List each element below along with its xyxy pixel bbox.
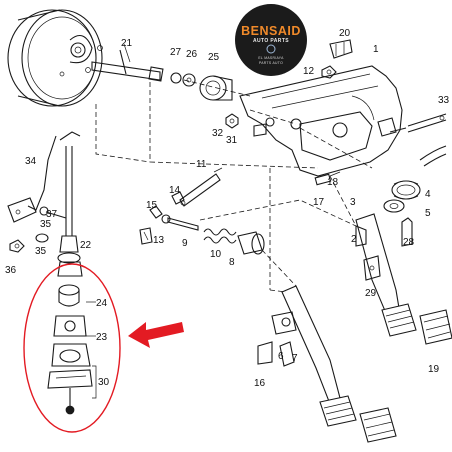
part-36-nut — [9, 239, 25, 253]
logo-line2-text: PARTS AUTO — [259, 61, 283, 65]
label-17: 17 — [313, 197, 325, 208]
part-15-clip — [149, 205, 163, 219]
label-37: 37 — [46, 209, 58, 220]
label-12: 12 — [303, 66, 315, 77]
highlight-ellipse — [23, 263, 121, 433]
label-3: 3 — [350, 197, 356, 208]
logo-line1-text: EL MASRIAYA — [258, 56, 284, 60]
label-8: 8 — [229, 257, 235, 268]
label-15: 15 — [146, 200, 158, 211]
label-34: 34 — [25, 156, 37, 167]
label-5: 5 — [425, 208, 431, 219]
part-labels: 21 27 26 25 20 1 12 33 32 31 34 11 18 14… — [5, 28, 450, 389]
label-28: 28 — [403, 237, 415, 248]
label-35b: 35 — [35, 246, 47, 257]
logo-brand-text: BENSAID — [241, 24, 301, 38]
label-33: 33 — [438, 95, 450, 106]
part-14-pin — [171, 191, 185, 205]
brake-booster — [7, 9, 103, 107]
label-26: 26 — [186, 49, 198, 60]
label-36: 36 — [5, 265, 17, 276]
label-9: 9 — [182, 238, 188, 249]
label-27: 27 — [170, 47, 182, 58]
part-10-spring — [203, 228, 237, 244]
leader-lines — [86, 301, 97, 399]
part-25-boot — [199, 75, 233, 101]
part-20-bracket — [329, 39, 353, 59]
label-2: 2 — [351, 234, 357, 245]
label-31: 31 — [226, 135, 238, 146]
push-rod-assembly — [91, 43, 196, 87]
part-1-pedal-bracket — [239, 65, 407, 177]
part-19-pedal — [419, 309, 452, 345]
label-21: 21 — [121, 38, 133, 49]
part-33-cable — [407, 113, 447, 167]
part-9-pin — [161, 214, 199, 231]
label-4: 4 — [425, 189, 431, 200]
arrow-left-icon — [128, 322, 184, 348]
label-32: 32 — [212, 128, 224, 139]
brake-pedal — [355, 213, 417, 337]
bottom-pedal-pads — [359, 407, 397, 443]
label-24: 24 — [96, 298, 108, 309]
part-31-32-nut — [225, 113, 275, 137]
label-13: 13 — [153, 235, 165, 246]
label-6: 6 — [278, 351, 284, 362]
logo-subtitle-text: AUTO PARTS — [253, 38, 289, 44]
label-25: 25 — [208, 52, 220, 63]
part-29-bracket — [363, 255, 381, 281]
clutch-pedal — [257, 285, 357, 427]
part-11-rod — [179, 167, 223, 207]
label-22: 22 — [80, 240, 92, 251]
brand-logo: BENSAID AUTO PARTS EL MASRIAYA PARTS AUT… — [235, 4, 307, 76]
part-35-washer — [35, 233, 49, 243]
part-28-bolt — [401, 217, 413, 247]
part-8-cylinder — [237, 231, 265, 255]
bracket-left — [7, 197, 37, 223]
label-10: 10 — [210, 249, 222, 260]
label-30: 30 — [98, 377, 110, 388]
label-29: 29 — [365, 288, 377, 299]
dashed-leader-lines — [95, 79, 373, 293]
label-23: 23 — [96, 332, 108, 343]
label-7: 7 — [292, 353, 298, 364]
label-1: 1 — [373, 44, 379, 55]
part-22-boot — [57, 235, 83, 277]
label-11: 11 — [196, 159, 207, 170]
label-18: 18 — [327, 177, 339, 188]
part-37-bolt — [39, 206, 67, 219]
part-17-18-pin — [314, 171, 341, 186]
label-14: 14 — [169, 185, 181, 196]
label-35: 35 — [40, 219, 52, 230]
highlighted-assembly — [47, 284, 93, 415]
label-16: 16 — [254, 378, 266, 389]
part-13-clip — [139, 227, 153, 245]
label-20: 20 — [339, 28, 351, 39]
part-4-spring — [391, 180, 421, 200]
part-5-washer — [383, 199, 405, 213]
label-19: 19 — [428, 364, 440, 375]
part-34-cable — [27, 131, 81, 236]
